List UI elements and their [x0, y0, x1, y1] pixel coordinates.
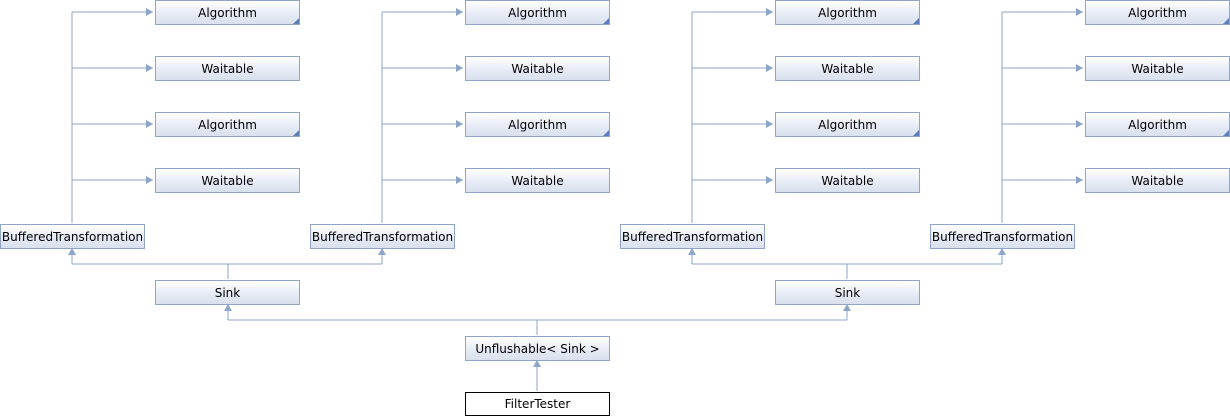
class-node-waitable[interactable]: Waitable: [465, 56, 610, 81]
class-node-algorithm[interactable]: Algorithm: [155, 0, 300, 25]
class-node-waitable[interactable]: Waitable: [775, 168, 920, 193]
class-name: Waitable: [511, 173, 564, 188]
class-node-waitable[interactable]: Waitable: [465, 168, 610, 193]
class-node-waitable[interactable]: Waitable: [155, 168, 300, 193]
class-node-algorithm[interactable]: Algorithm: [155, 112, 300, 137]
class-node-algorithm[interactable]: Algorithm: [1085, 0, 1230, 25]
class-name: BufferedTransformation: [311, 229, 454, 244]
class-name: Algorithm: [198, 117, 257, 132]
external-link-mark: [913, 130, 919, 136]
class-name: Sink: [214, 285, 241, 300]
class-name: Waitable: [821, 61, 874, 76]
class-name: Algorithm: [1128, 5, 1187, 20]
class-name: Waitable: [1131, 61, 1184, 76]
external-link-mark: [603, 130, 609, 136]
class-node-algorithm[interactable]: Algorithm: [775, 112, 920, 137]
class-name: Waitable: [201, 173, 254, 188]
class-name: Algorithm: [1128, 117, 1187, 132]
class-node-bufferedtransformation[interactable]: BufferedTransformation: [620, 224, 765, 249]
class-name: Unflushable< Sink >: [475, 341, 600, 356]
class-name: Waitable: [821, 173, 874, 188]
class-node-bufferedtransformation[interactable]: BufferedTransformation: [310, 224, 455, 249]
class-node-algorithm[interactable]: Algorithm: [465, 112, 610, 137]
class-name: Waitable: [201, 61, 254, 76]
class-name: FilterTester: [504, 397, 571, 411]
class-name: BufferedTransformation: [621, 229, 764, 244]
class-name: Waitable: [511, 61, 564, 76]
class-node-algorithm[interactable]: Algorithm: [1085, 112, 1230, 137]
external-link-mark: [293, 130, 299, 136]
class-name: Algorithm: [818, 117, 877, 132]
class-name: BufferedTransformation: [931, 229, 1074, 244]
class-name: Algorithm: [818, 5, 877, 20]
class-node-filtertester: FilterTester: [465, 392, 610, 416]
class-node-waitable[interactable]: Waitable: [775, 56, 920, 81]
class-name: Algorithm: [508, 5, 567, 20]
class-name: Algorithm: [508, 117, 567, 132]
class-node-bufferedtransformation[interactable]: BufferedTransformation: [0, 224, 145, 249]
external-link-mark: [603, 18, 609, 24]
external-link-mark: [913, 18, 919, 24]
class-node-waitable[interactable]: Waitable: [155, 56, 300, 81]
class-name: Sink: [834, 285, 861, 300]
class-node-bufferedtransformation[interactable]: BufferedTransformation: [930, 224, 1075, 249]
class-node-sink[interactable]: Sink: [775, 280, 920, 305]
class-node-unflushable-sink[interactable]: Unflushable< Sink >: [465, 336, 610, 361]
external-link-mark: [1223, 18, 1229, 24]
class-node-waitable[interactable]: Waitable: [1085, 168, 1230, 193]
class-name: Algorithm: [198, 5, 257, 20]
class-node-algorithm[interactable]: Algorithm: [775, 0, 920, 25]
class-name: Waitable: [1131, 173, 1184, 188]
class-node-sink[interactable]: Sink: [155, 280, 300, 305]
class-node-algorithm[interactable]: Algorithm: [465, 0, 610, 25]
class-name: BufferedTransformation: [1, 229, 144, 244]
class-node-waitable[interactable]: Waitable: [1085, 56, 1230, 81]
external-link-mark: [1223, 130, 1229, 136]
external-link-mark: [293, 18, 299, 24]
